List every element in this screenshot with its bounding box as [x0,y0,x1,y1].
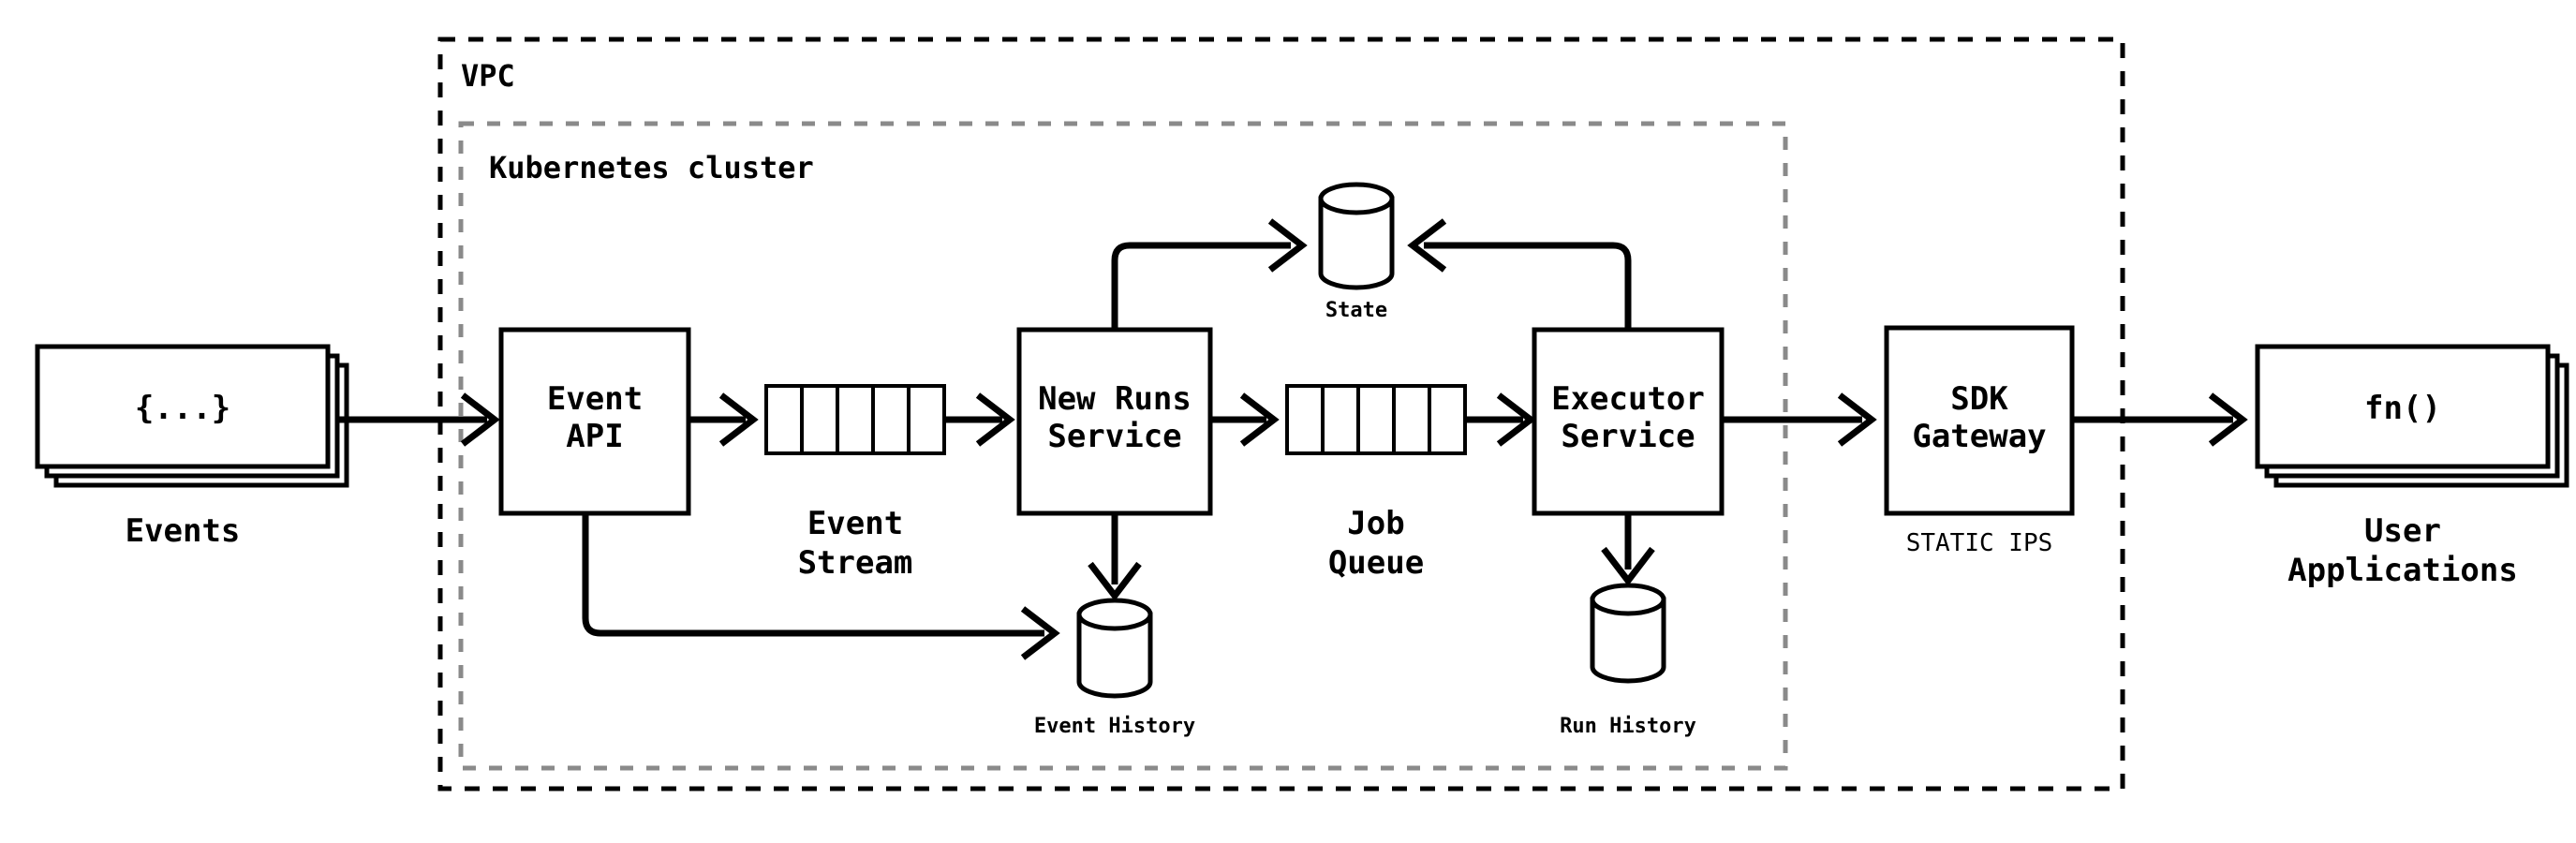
sdk-gateway-caption: STATIC IPS [1906,529,2053,557]
event-history-db-top [1076,598,1153,631]
node-state: State [1318,182,1395,322]
sdk-gateway-label-line2: Gateway [1912,418,2046,455]
user-applications-card-label: fn() [2364,390,2441,427]
edge-executor-service-to-run-history [1604,513,1652,581]
edge-new-runs-service-to-state [1111,221,1302,330]
node-executor-service: Executor Service [1532,327,1725,516]
state-db-body [1318,196,1395,290]
new-runs-service-label-line1: New Runs [1038,380,1192,418]
executor-service-label-line2: Service [1561,418,1695,455]
node-job-queue: Job Queue [1285,384,1467,582]
event-history-db-body [1076,612,1153,699]
event-api-box [498,327,691,516]
edge-job-queue-to-executor-service [1465,395,1531,444]
node-run-history: Run History [1560,583,1696,738]
k8s-label: Kubernetes cluster [489,150,814,185]
edge-events-to-event-api [335,395,495,444]
executor-service-box [1532,327,1725,516]
edge-new-runs-service-to-event-history [1090,513,1139,596]
job-queue-caption-line2: Queue [1328,544,1424,582]
executor-service-label-line1: Executor [1551,380,1705,418]
edge-event-api-to-event-stream [688,395,753,444]
sdk-gateway-label-line1: SDK [1950,380,2008,418]
node-event-history: Event History [1034,598,1195,738]
run-history-caption: Run History [1560,715,1696,738]
k8s-boundary [458,121,1788,771]
event-stream-queue [764,384,946,455]
user-app-card-front [2255,344,2551,469]
edge-executor-service-to-state [1413,221,1632,330]
events-caption: Events [126,512,241,550]
node-new-runs-service: New Runs Service [1016,327,1213,516]
user-applications-caption-line2: Applications [2287,552,2518,589]
state-db-top [1318,182,1395,215]
edge-event-api-to-event-history [582,513,1055,658]
edge-new-runs-service-to-job-queue [1210,395,1274,444]
event-api-label-line1: Event [547,380,643,418]
user-applications-caption-line1: User [2364,512,2441,550]
node-event-api: Event API [498,327,691,516]
node-user-applications: fn() User Applications [2255,344,2569,589]
run-history-db-top [1590,583,1666,616]
event-stream-caption-line2: Stream [798,544,913,582]
state-caption: State [1325,299,1387,322]
node-sdk-gateway: SDK Gateway STATIC IPS [1884,325,2075,557]
new-runs-service-label-line2: Service [1047,418,1181,455]
job-queue-caption-line1: Job [1347,505,1404,542]
event-api-label-line2: API [566,418,623,455]
job-queue-queue [1285,384,1467,455]
run-history-db-body [1590,597,1666,684]
events-card-front [35,344,331,469]
vpc-boundary [437,37,2125,791]
event-history-caption: Event History [1034,715,1195,738]
node-events: {...} Events [35,344,349,550]
sdk-gateway-box [1884,325,2075,516]
group-kubernetes-cluster: Kubernetes cluster [458,121,1788,771]
group-vpc: VPC [437,37,2125,791]
events-card-label: {...} [135,390,230,427]
edge-event-stream-to-new-runs-service [944,395,1010,444]
edge-sdk-gateway-to-user-applications [2072,395,2243,444]
node-event-stream: Event Stream [764,384,946,582]
vpc-label: VPC [461,58,515,94]
event-stream-caption-line1: Event [807,505,903,542]
edge-executor-service-to-sdk-gateway [1722,395,1872,444]
